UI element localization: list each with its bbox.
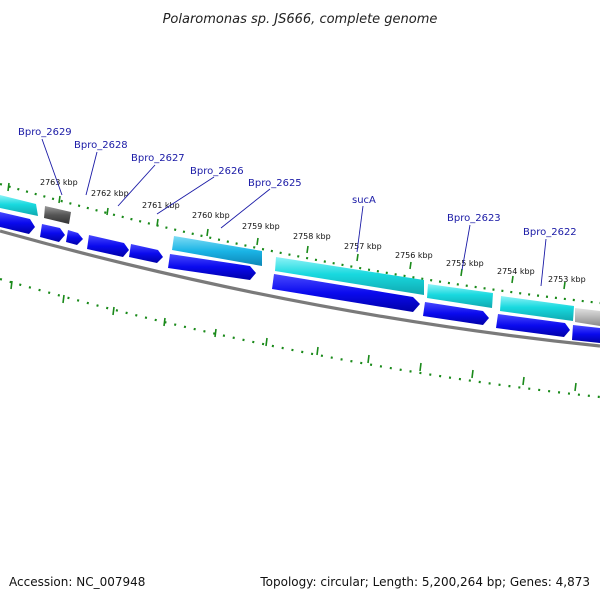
leader-line: [461, 224, 471, 271]
cds-feature[interactable]: [572, 325, 600, 343]
major-tick: [316, 346, 319, 356]
major-tick: [471, 369, 474, 379]
leader-line: [156, 176, 215, 215]
major-tick: [419, 362, 422, 372]
gene-label[interactable]: Bpro_2623: [447, 213, 501, 224]
major-tick: [214, 328, 217, 338]
major-tick: [522, 376, 525, 386]
scale-label: 2760 kbp: [192, 211, 230, 220]
gene-label[interactable]: Bpro_2627: [131, 153, 185, 164]
major-tick: [574, 382, 577, 392]
major-tick: [62, 294, 65, 304]
gene-label[interactable]: Bpro_2626: [190, 166, 244, 177]
cds-feature[interactable]: [272, 274, 420, 312]
scale-label: 2759 kbp: [242, 222, 280, 231]
major-tick: [10, 280, 13, 290]
gene-label[interactable]: Bpro_2628: [74, 140, 128, 151]
major-tick: [367, 354, 370, 364]
gene-labels: Bpro_2629 Bpro_2628 Bpro_2627 Bpro_2626 …: [18, 127, 577, 238]
cds-feature[interactable]: [423, 302, 489, 325]
major-tick: [58, 195, 61, 204]
major-tick: [106, 207, 109, 216]
inner-major-ticks: [10, 280, 577, 392]
outer-scale-ruler: [0, 182, 600, 305]
major-tick: [265, 337, 268, 347]
major-tick: [563, 281, 566, 290]
scale-label: 2762 kbp: [91, 189, 129, 198]
gene-feature[interactable]: [575, 308, 600, 326]
cds-feature[interactable]: [40, 224, 65, 242]
scale-label: 2758 kbp: [293, 232, 331, 241]
major-tick: [356, 253, 359, 262]
major-tick: [112, 306, 115, 316]
major-tick: [156, 218, 159, 227]
scale-label: 2763 kbp: [40, 178, 78, 187]
inner-scale-ruler: [0, 277, 600, 399]
cds-feature[interactable]: [87, 235, 129, 257]
cds-feature[interactable]: [0, 212, 35, 234]
genome-summary: Topology: circular; Length: 5,200,264 bp…: [259, 575, 590, 589]
cds-feature[interactable]: [168, 254, 256, 280]
leader-line: [41, 138, 63, 196]
gene-feature[interactable]: [172, 236, 262, 266]
gene-feature[interactable]: [500, 296, 574, 321]
gene-leader-lines: [41, 138, 547, 287]
scale-label: 2754 kbp: [497, 267, 535, 276]
inner-dotted-ring: [0, 277, 600, 399]
major-tick: [460, 268, 463, 277]
gene-track: [0, 195, 600, 326]
gene-feature[interactable]: [427, 284, 493, 308]
gene-label[interactable]: Bpro_2622: [523, 227, 577, 238]
scale-label: 2756 kbp: [395, 251, 433, 260]
gene-feature[interactable]: [275, 257, 424, 295]
major-tick: [306, 245, 309, 254]
scale-label: 2761 kbp: [142, 201, 180, 210]
cds-feature[interactable]: [129, 244, 163, 263]
accession-label: Accession: NC_007948: [9, 575, 145, 589]
map-title: Polaromonas sp. JS666, complete genome: [163, 12, 438, 27]
gene-label[interactable]: sucA: [352, 195, 376, 206]
gene-feature[interactable]: [0, 195, 38, 216]
scale-label: 2753 kbp: [548, 275, 586, 284]
major-tick: [163, 317, 166, 327]
pseudogene-feature[interactable]: [44, 206, 71, 224]
major-tick: [511, 275, 514, 284]
outer-major-ticks: [7, 182, 566, 290]
major-tick: [256, 237, 259, 246]
scale-labels: 2763 kbp 2762 kbp 2761 kbp 2760 kbp 2759…: [40, 178, 586, 284]
cds-track: [0, 212, 600, 343]
scale-label: 2755 kbp: [446, 259, 484, 268]
leader-line: [117, 164, 156, 207]
leader-line: [220, 188, 271, 229]
leader-line: [540, 238, 547, 287]
genome-backbone: [0, 229, 600, 348]
gene-label[interactable]: Bpro_2625: [248, 178, 302, 189]
scale-label: 2757 kbp: [344, 242, 382, 251]
major-tick: [409, 261, 412, 270]
major-tick: [206, 228, 209, 237]
cds-feature[interactable]: [66, 230, 83, 245]
leader-line: [356, 205, 364, 253]
major-tick: [7, 182, 10, 192]
gene-label[interactable]: Bpro_2629: [18, 127, 72, 138]
cds-feature[interactable]: [496, 314, 570, 337]
leader-line: [85, 151, 98, 196]
